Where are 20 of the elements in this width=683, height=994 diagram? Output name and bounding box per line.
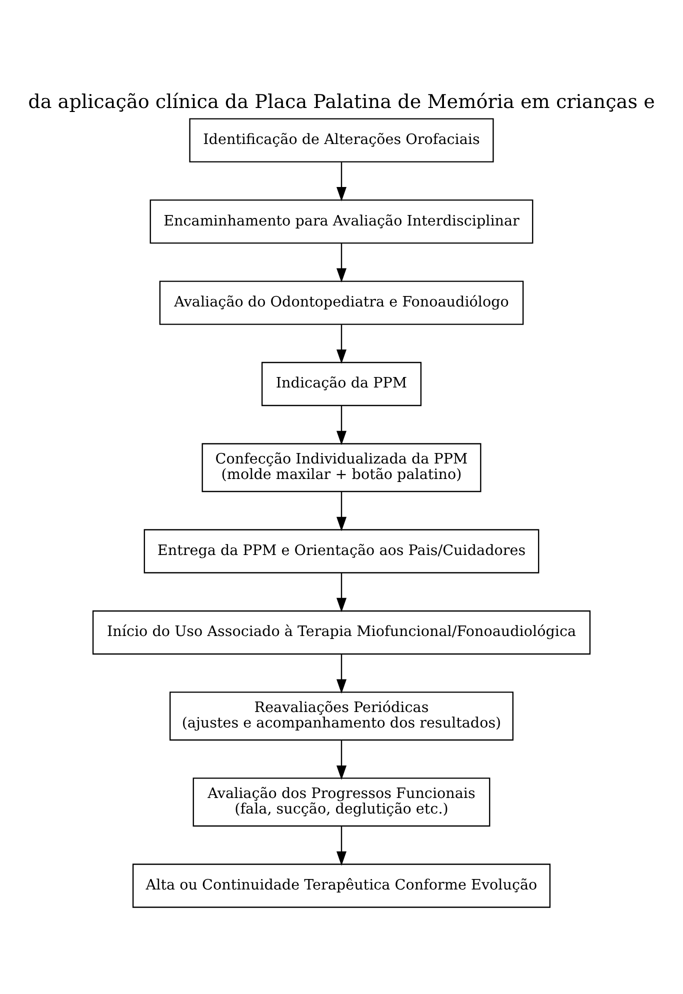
node-box: Entrega da PPM e Orientação aos Pais/Cuidadores: [144, 528, 540, 573]
node-box: Alta ou Continuidade Terapêutica Conforme Evolução: [132, 863, 551, 908]
node-box: Indicação da PPM: [261, 361, 422, 406]
node-box: Avaliação do Odontopediatra e Fonoaudiólogo: [159, 280, 524, 324]
node-box: Confecção Individualizada da PPM (molde maxilar + botão palatino): [202, 442, 482, 492]
arrow: [336, 242, 347, 282]
arrow: [336, 654, 347, 694]
diagram-title: da aplicação clínica da Placa Palatina de Memória em crianças e: [28, 89, 655, 112]
node-box: Avaliação dos Progressos Funcionais (fala, sucção, deglutição etc.): [192, 777, 490, 826]
arrow: [336, 572, 347, 612]
arrow: [336, 491, 347, 531]
node-box: Reavaliações Periódicas (ajustes e acompanhamento dos resultados): [169, 691, 514, 740]
arrow: [336, 324, 347, 364]
arrow: [336, 162, 347, 201]
node-box: Identificação de Alterações Orofaciais: [189, 118, 494, 162]
arrow: [336, 826, 347, 866]
arrow: [336, 740, 347, 780]
node-box: Início do Uso Associado à Terapia Miofuncional/Fonoaudiológica: [92, 610, 591, 654]
node-box: Encaminhamento para Avaliação Interdisciplinar: [150, 198, 534, 244]
arrow: [336, 405, 347, 445]
